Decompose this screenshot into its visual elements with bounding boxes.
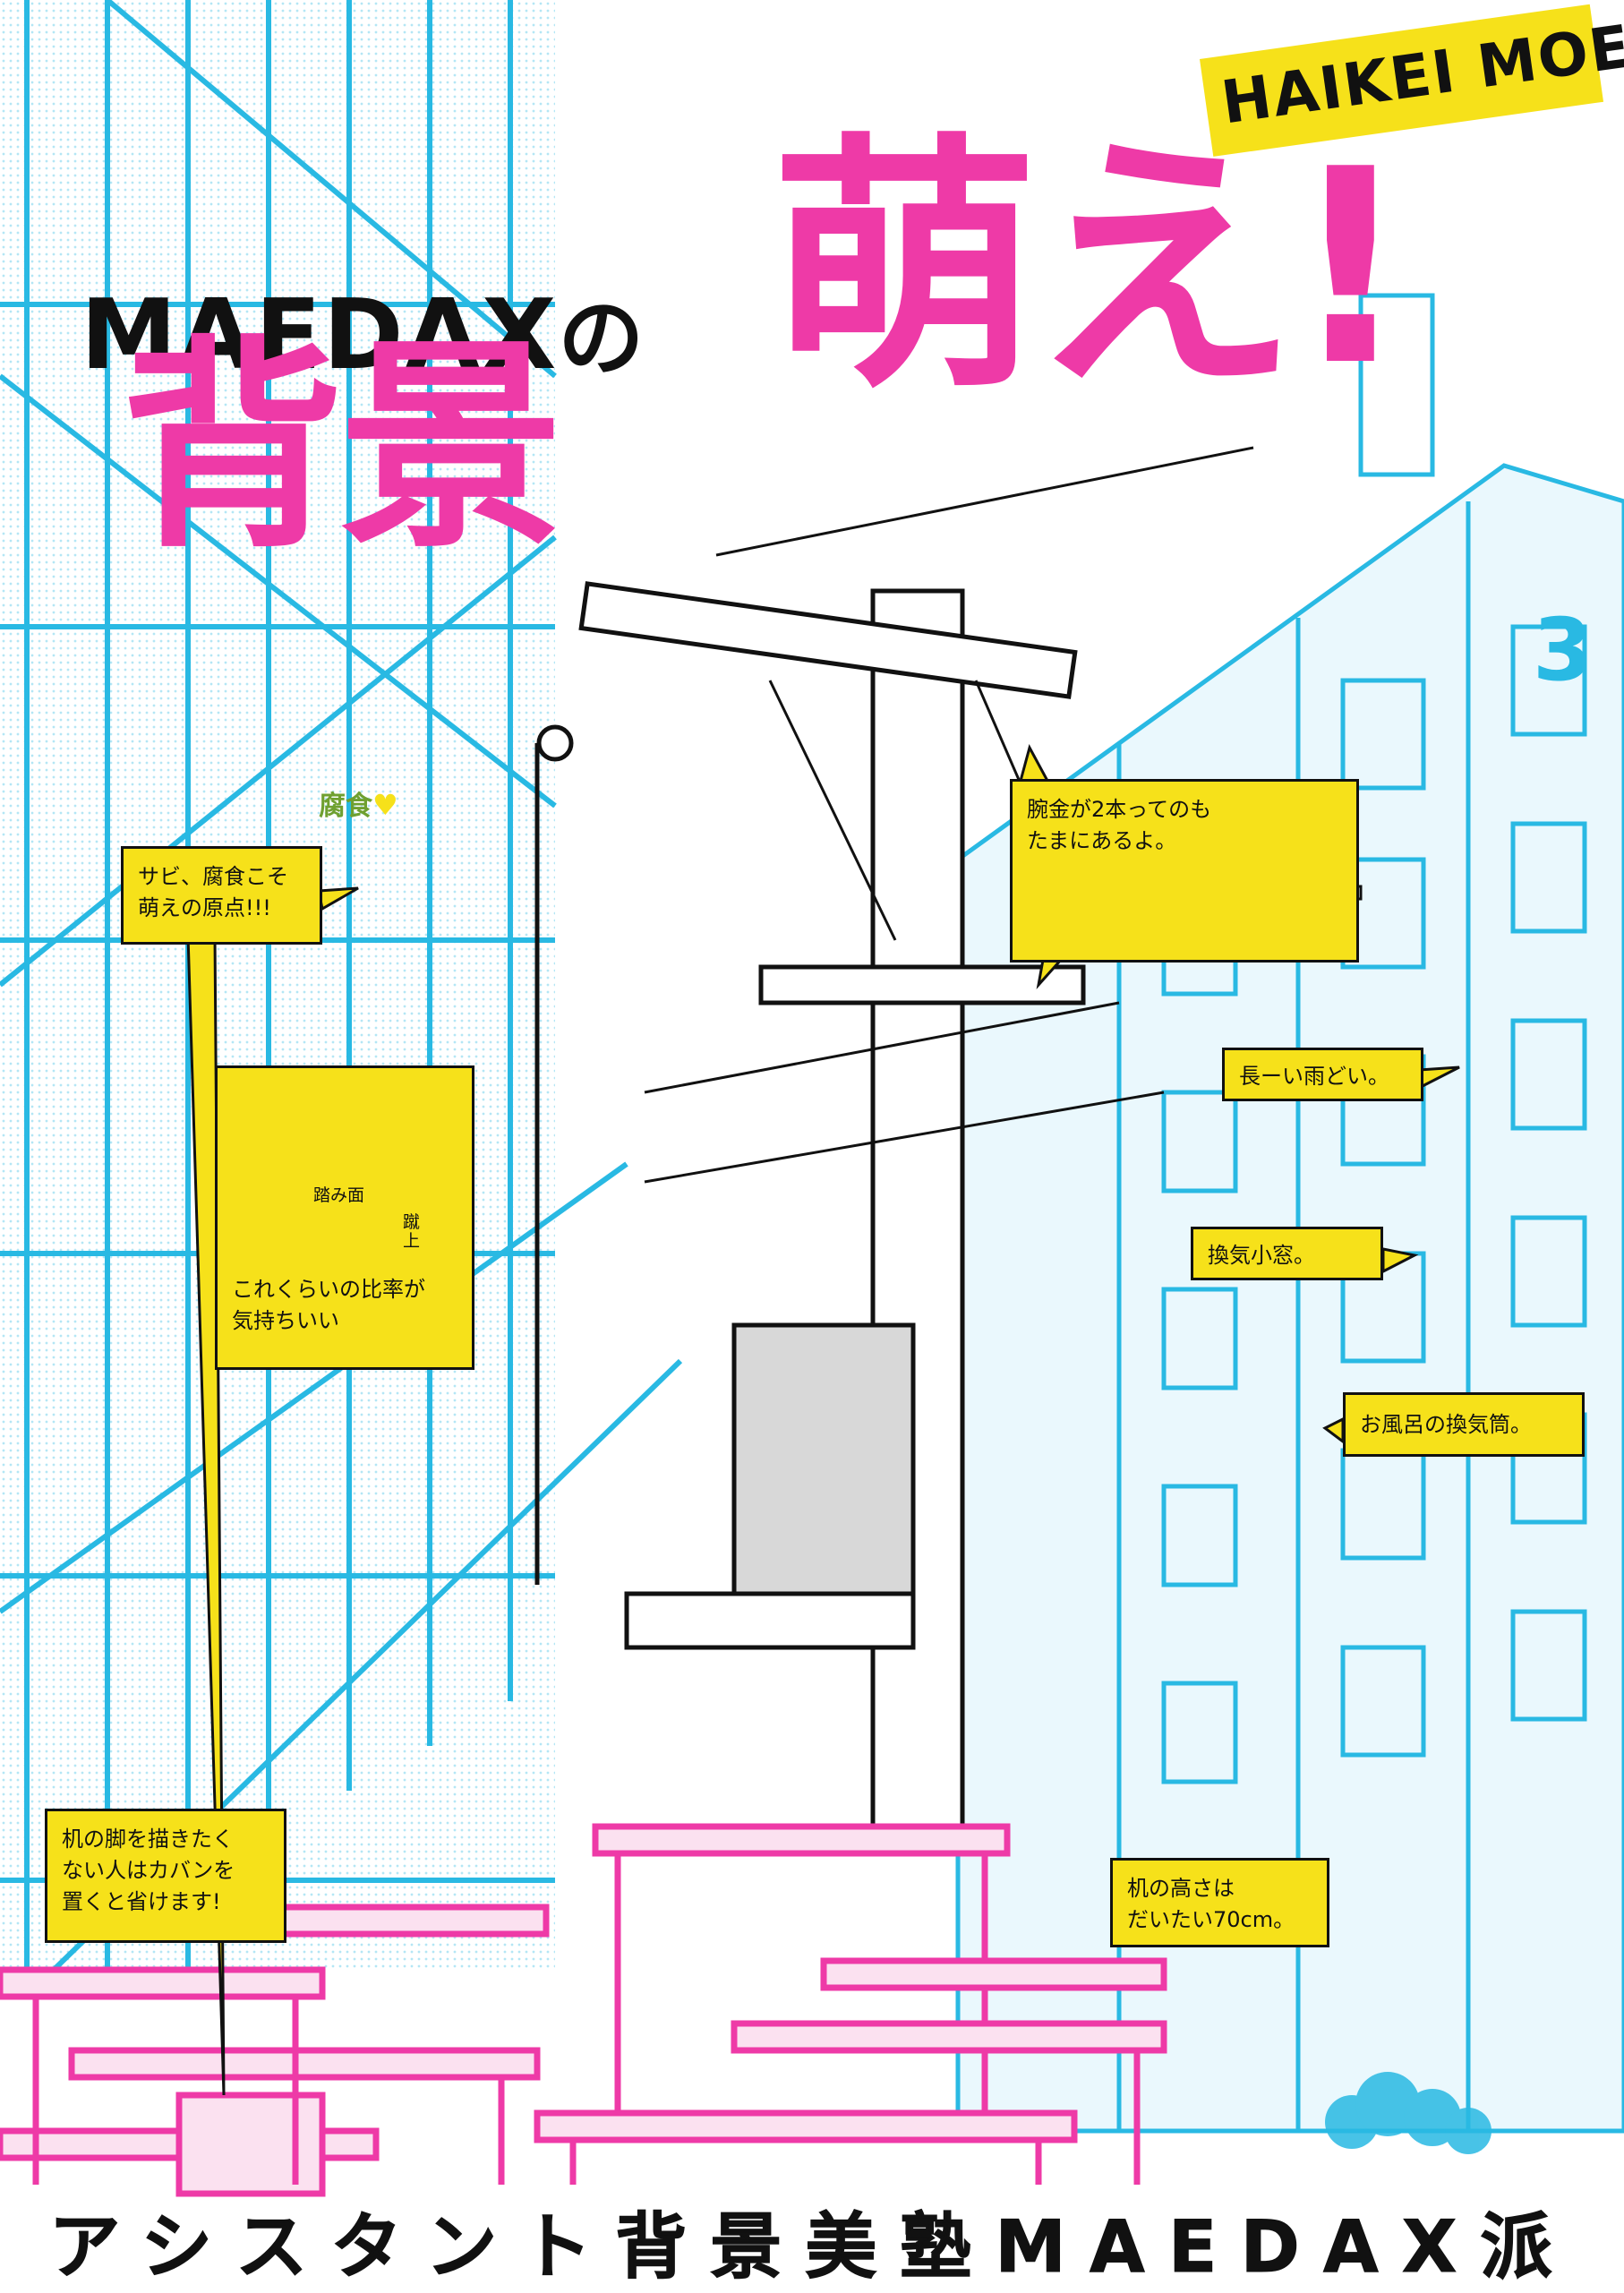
gutter-callout: 長ーい雨どい。 [1222,1048,1423,1101]
stairs-callout: これくらいの比率が 気持ちいい [215,1065,474,1370]
apartment-building-drawing [955,293,1624,2134]
heart-icon: ♥ [372,788,398,822]
bush-drawing [1325,2072,1492,2154]
rust-callout: サビ、腐食こそ 萌えの原点!!! [121,846,322,945]
desk-height-callout: 机の高さは だいたい70cm。 [1110,1858,1329,1947]
tread-label: 踏み面 [313,1185,365,1205]
author-title: MAEDAXの [81,269,645,393]
title-right: 萌え! [770,112,1412,424]
author-particle: の [558,288,646,389]
arm-callout-text: 腕金が2本ってのも たまにあるよ。 [1010,779,1359,963]
author-name: MAEDAX [81,279,559,391]
riser-label: 蹴上 [403,1212,421,1251]
bath-vent-callout: お風呂の換気筒。 [1343,1392,1585,1457]
window-callout: 換気小窓。 [1191,1227,1383,1280]
classroom-desks-drawing [0,1823,1167,2197]
desk-legs-callout: 机の脚を描きたく ない人はカバンを 置くと省けます! [45,1809,286,1943]
volume-number: 3 [1533,600,1593,700]
title-left: 背景 [121,317,563,578]
footer-title: アシスタント背景美塾MAEDAX派 [48,2205,1576,2289]
utility-pole-drawing [534,446,1254,1856]
corrosion-text: 腐食 [319,791,372,822]
corrosion-label: 腐食♥ [319,783,398,823]
